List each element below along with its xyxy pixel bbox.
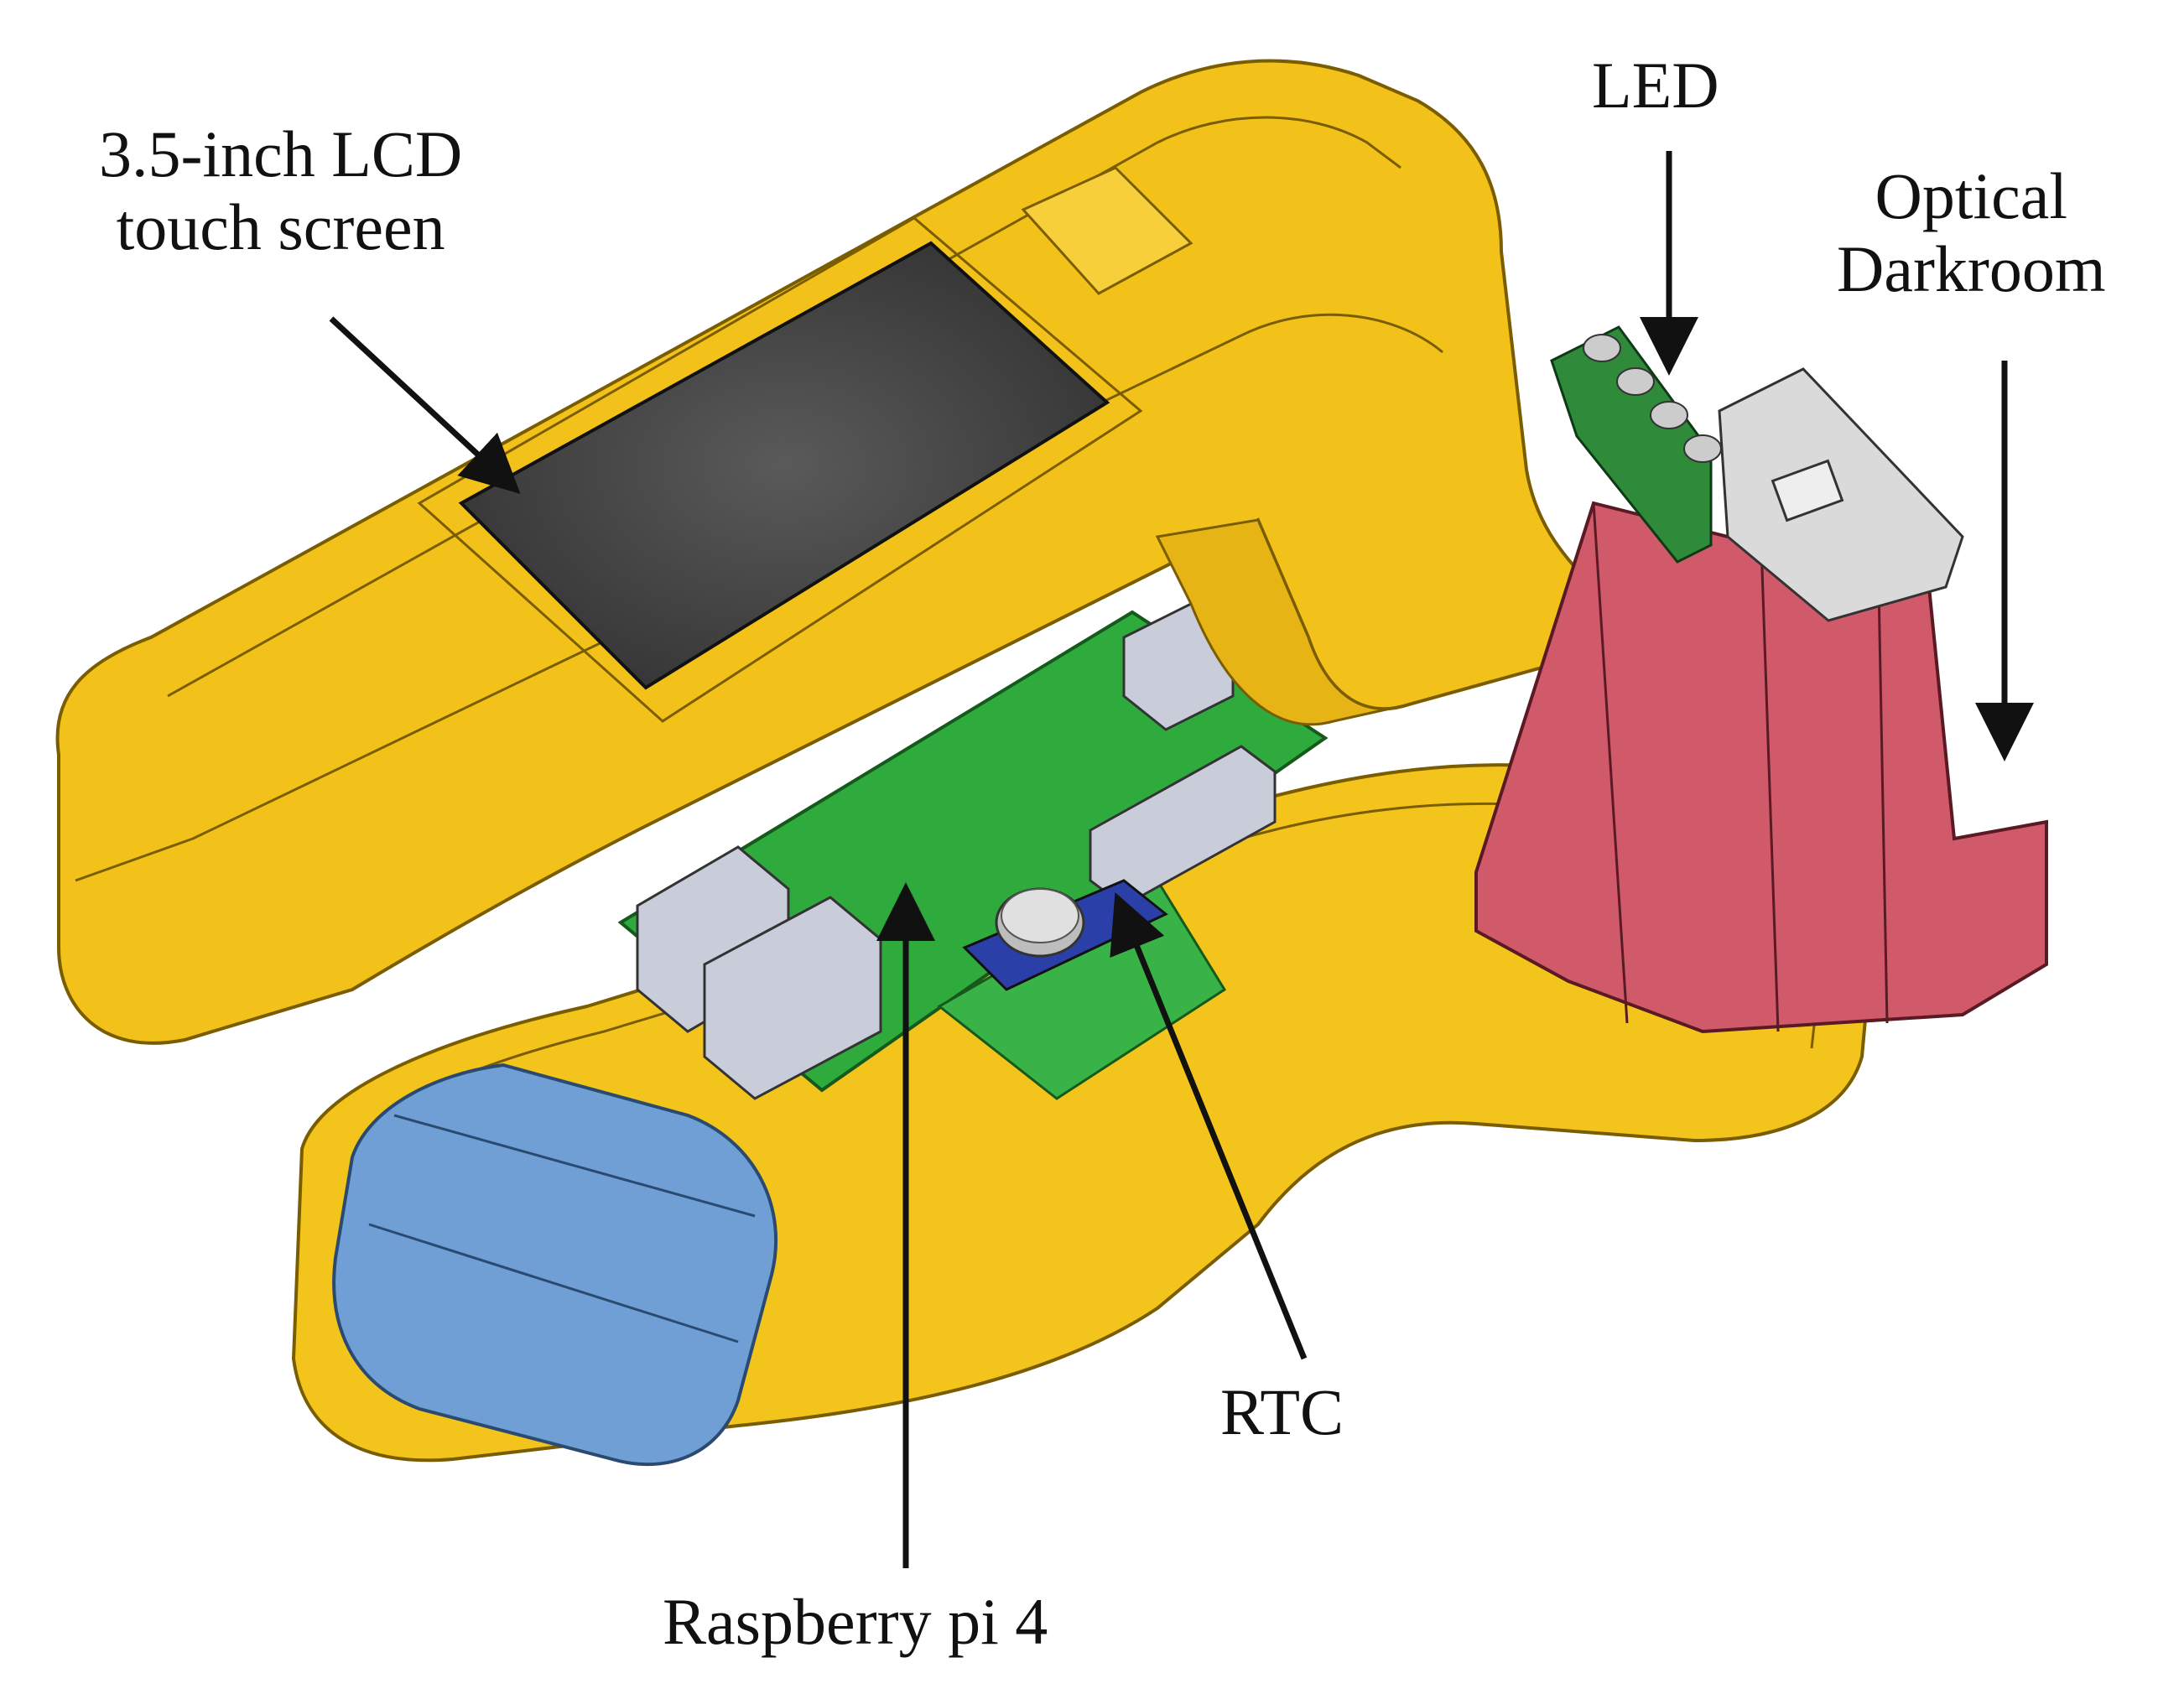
label-rtc: RTC (1220, 1375, 1344, 1448)
label-led: LED (1592, 49, 1719, 122)
top-housing-edge (75, 313, 1443, 882)
led-board (1550, 325, 1722, 564)
lcd-screen (458, 241, 1110, 690)
label-darkroom-line-2: Darkroom (1837, 232, 2106, 306)
top-housing-cutout (1155, 518, 1410, 726)
callout-arrows (329, 151, 2034, 1568)
label-optical-darkroom: Optical Darkroom (1837, 159, 2106, 306)
lcd-bezel (417, 216, 1143, 723)
usb-connectors (636, 602, 1277, 1100)
label-darkroom-line-1: Optical (1875, 159, 2068, 232)
arrow-lcd (329, 316, 521, 495)
top-housing-bevel (167, 116, 1401, 698)
battery (332, 1063, 778, 1467)
label-lcd-line-1: 3.5-inch LCD (99, 117, 463, 190)
label-lcd-line-2: touch screen (116, 190, 445, 264)
label-lcd-touch-screen: 3.5-inch LCD touch screen (99, 117, 462, 264)
bracket-window (1771, 459, 1844, 522)
arrow-rtc (1110, 892, 1308, 1360)
label-raspberry-pi: Raspberry pi 4 (663, 1585, 1048, 1658)
top-recess (1021, 166, 1193, 295)
